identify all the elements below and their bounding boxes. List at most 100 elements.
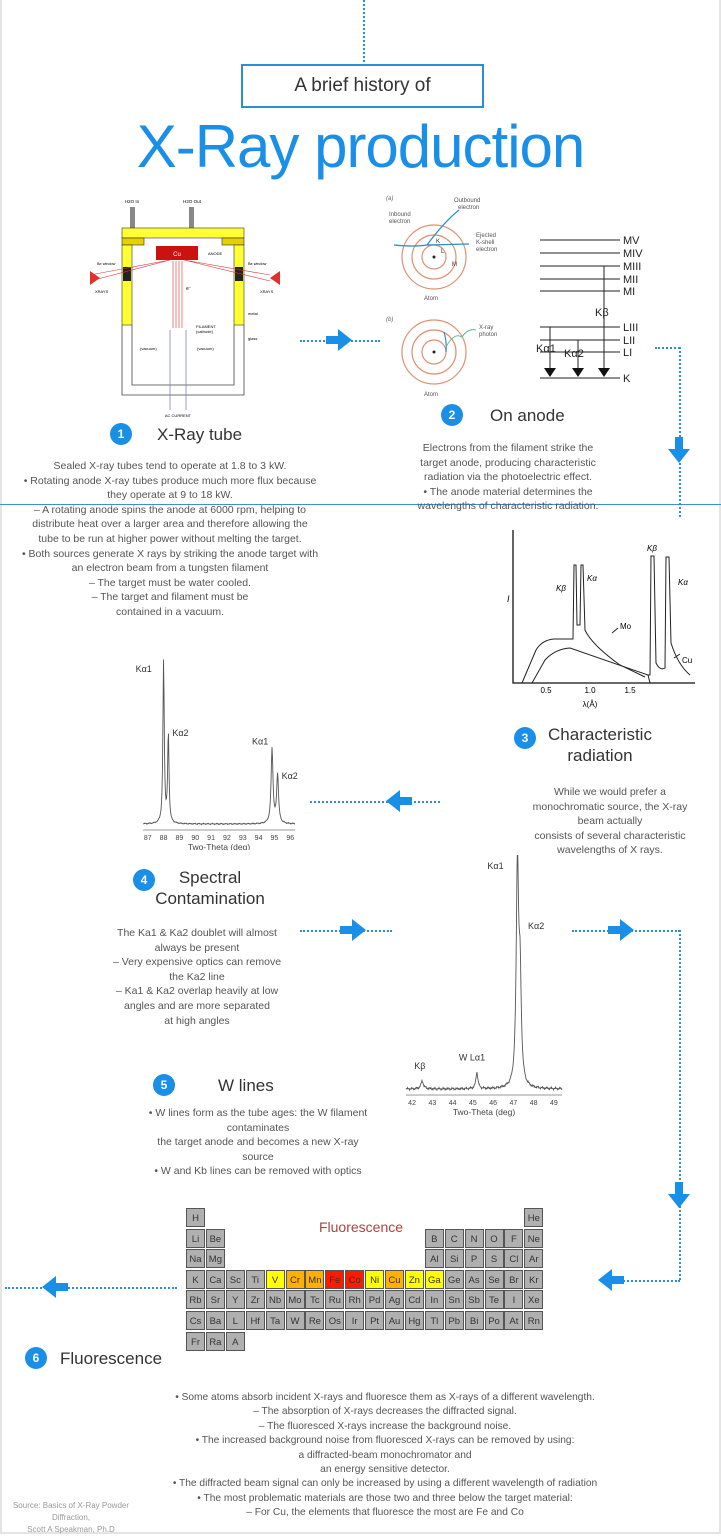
body-line: • W and Kb lines can be removed with opt… bbox=[154, 1165, 362, 1178]
section-body-xray-tube: Sealed X-ray tubes tend to operate at 1.… bbox=[10, 459, 330, 620]
element-cell-ba: Ba bbox=[205, 1311, 225, 1330]
element-cell-ra: Ra bbox=[205, 1331, 225, 1351]
h2o-in-label: H2O In bbox=[125, 199, 140, 204]
h2o-out-label: H2O Out bbox=[183, 199, 202, 204]
anode-label: ANODE bbox=[208, 251, 223, 256]
element-cell-co: Co bbox=[345, 1269, 365, 1289]
x-tick-label: 92 bbox=[223, 835, 231, 842]
connector-3-4 bbox=[310, 801, 440, 803]
peak-label: Kα bbox=[678, 578, 688, 587]
connector-5-6-vertical bbox=[679, 930, 681, 1280]
element-cell-sc: Sc bbox=[225, 1269, 245, 1289]
body-line: source bbox=[242, 1150, 274, 1163]
x-tick-label: 46 bbox=[489, 1100, 497, 1107]
element-cell-nb: Nb bbox=[265, 1290, 285, 1310]
section-title-w-lines: W lines bbox=[218, 1076, 274, 1095]
element-cell-k: K bbox=[186, 1269, 205, 1289]
x-tick-label: 91 bbox=[207, 835, 215, 842]
x-tick-label: 47 bbox=[509, 1100, 517, 1107]
section-title-fluorescence: Fluorescence bbox=[60, 1349, 163, 1368]
anode-element-label: Cu bbox=[173, 252, 181, 258]
element-cell-ag: Ag bbox=[385, 1290, 404, 1310]
body-line: – For Cu, the elements that fluoresce th… bbox=[246, 1507, 524, 1519]
element-cell-ar: Ar bbox=[524, 1249, 544, 1269]
x-tick-label: 96 bbox=[286, 835, 294, 842]
element-cell-li: Li bbox=[186, 1228, 205, 1248]
element-cell-hf: Hf bbox=[245, 1311, 265, 1330]
inbound-label: Inbound bbox=[389, 212, 411, 218]
source-line: Source: Basics of X-Ray Powder Diffracti… bbox=[12, 1501, 130, 1522]
element-cell-cu: Cu bbox=[385, 1269, 404, 1289]
body-line: While we would prefer a bbox=[553, 786, 667, 798]
cathode-label: (cathode) bbox=[196, 329, 214, 334]
step-badge-4: 4 bbox=[133, 869, 155, 891]
arrow-left-icon bbox=[386, 790, 412, 812]
body-line: Sealed X-ray tubes tend to operate at 1.… bbox=[53, 460, 287, 472]
body-line: • Rotating anode X-ray tubes produce muc… bbox=[23, 474, 317, 487]
element-cell-pt: Pt bbox=[365, 1311, 385, 1330]
element-cell-ta: Ta bbox=[265, 1311, 285, 1330]
element-cell-be: Be bbox=[205, 1228, 225, 1248]
x-tick-label: 88 bbox=[160, 835, 168, 842]
filament-label: FILAMENT bbox=[196, 324, 216, 329]
body-line: • The increased background noise from fl… bbox=[195, 1435, 575, 1447]
panel-a-label: (a) bbox=[386, 196, 393, 202]
element-cell-ga: Ga bbox=[424, 1269, 444, 1289]
element-cell-cd: Cd bbox=[404, 1290, 424, 1310]
element-cell-zr: Zr bbox=[245, 1290, 265, 1310]
body-line: the Ka2 line bbox=[169, 970, 225, 983]
element-cell-w: W bbox=[285, 1311, 305, 1330]
divider-line bbox=[0, 504, 721, 505]
body-line: wavelengths of X rays. bbox=[557, 844, 663, 857]
element-cell-pd: Pd bbox=[365, 1290, 385, 1310]
characteristic-radiation-chart: I Kβ Kα Kβ Kα Mo Cu 0.5 1.0 1.5 λ(Å) bbox=[507, 530, 695, 709]
body-line: – The absorption of X-rays decreases the… bbox=[253, 1406, 517, 1418]
section-title-xray-tube: X-Ray tube bbox=[157, 425, 243, 444]
level-label: MI bbox=[623, 286, 635, 298]
body-line: – The fluoresced X-rays increase the bac… bbox=[258, 1420, 512, 1432]
body-line: they operate at 9 to 18 kW. bbox=[107, 489, 233, 502]
element-cell-bi: Bi bbox=[464, 1311, 484, 1330]
element-cell-in: In bbox=[424, 1290, 444, 1310]
x-tick-label: 90 bbox=[191, 835, 199, 842]
peak-label: Kα bbox=[587, 574, 597, 583]
xrays-label: XRAYS bbox=[260, 289, 274, 294]
element-cell-ru: Ru bbox=[325, 1290, 345, 1310]
element-cell-p: P bbox=[464, 1249, 484, 1269]
element-cell-at: At bbox=[504, 1311, 524, 1330]
x-axis-label: Two-Theta (deg) bbox=[188, 842, 251, 850]
peak-label: Kα2 bbox=[282, 771, 298, 781]
connector-2-3 bbox=[655, 347, 680, 349]
inbound-label: electron bbox=[389, 219, 410, 225]
arrow-left-icon bbox=[598, 1269, 624, 1291]
element-cell-rb: Rb bbox=[186, 1290, 205, 1310]
element-cell-ir: Ir bbox=[345, 1311, 365, 1330]
ejected-label: electron bbox=[476, 247, 497, 253]
element-cell-os: Os bbox=[325, 1311, 345, 1330]
step-badge-1: 1 bbox=[110, 423, 132, 445]
xray-tube-diagram: H2O In H2O Out Cu ANODE XRAYS XRAYS Be w… bbox=[90, 199, 280, 418]
level-label: MIV bbox=[623, 248, 643, 260]
element-cell-po: Po bbox=[484, 1311, 504, 1330]
body-line: contaminates bbox=[226, 1121, 290, 1134]
body-line: radiation via the photoelectric effect. bbox=[424, 471, 592, 484]
peak-label: Kα1 bbox=[136, 664, 152, 674]
element-cell-ni: Ni bbox=[365, 1269, 385, 1289]
level-label: LI bbox=[623, 347, 632, 359]
element-cell-na: Na bbox=[186, 1249, 205, 1269]
body-line: beam actually bbox=[577, 815, 643, 828]
peak-label: Kβ bbox=[414, 1061, 425, 1071]
element-cell-fr: Fr bbox=[186, 1331, 205, 1351]
body-line: angles and are more separated bbox=[124, 999, 270, 1012]
element-cell-c: C bbox=[444, 1228, 464, 1248]
page-title: X-Ray production bbox=[136, 113, 586, 180]
body-line: distribute heat over a larger area and t… bbox=[32, 518, 308, 531]
level-label: LII bbox=[623, 335, 635, 347]
element-cell-y: Y bbox=[225, 1290, 245, 1310]
x-tick-label: 48 bbox=[530, 1100, 538, 1107]
